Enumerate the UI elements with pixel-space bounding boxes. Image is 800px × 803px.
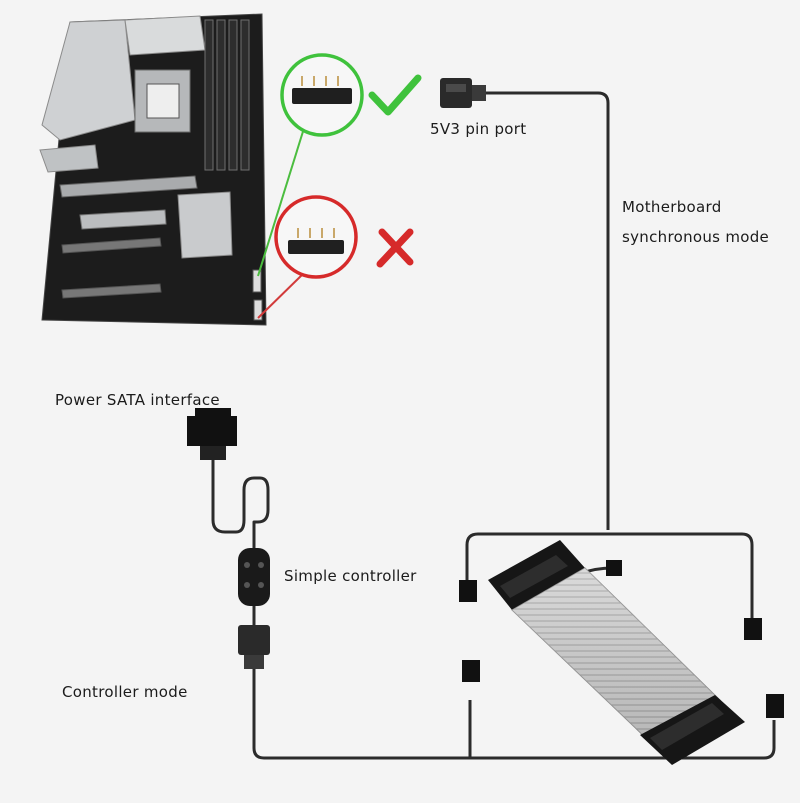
- atx-extension-cable: [488, 540, 745, 765]
- wrong-header-leader: [257, 271, 306, 319]
- 5v3-pin-port-label: 5V3 pin port: [430, 120, 527, 138]
- fan-plug-right: [744, 618, 762, 640]
- simple-controller-label: Simple controller: [284, 567, 417, 585]
- motherboard-sync-mode-label: Motherboard synchronous mode: [622, 192, 769, 252]
- controller-mode-label: Controller mode: [62, 683, 188, 701]
- correct-header-leader: [257, 124, 306, 277]
- wrong-header-zoom: [274, 195, 358, 279]
- power-sata-label: Power SATA interface: [55, 391, 220, 409]
- motherboard-sync-mode-line1: Motherboard: [622, 198, 722, 216]
- 5v3-connector: [440, 78, 486, 108]
- controller-mode-connector: [238, 625, 270, 669]
- fan-plug-bottom-right: [766, 694, 784, 718]
- cross-mark-icon: [376, 228, 414, 268]
- sata-connector: [187, 408, 237, 460]
- fan-plug-left: [459, 580, 477, 602]
- fan-plug-middle: [462, 660, 480, 682]
- simple-controller: [238, 548, 270, 606]
- motherboard-image: [39, 13, 267, 326]
- check-mark-icon: [368, 74, 422, 116]
- correct-header-zoom: [280, 53, 364, 137]
- motherboard-sync-mode-line2: synchronous mode: [622, 228, 770, 246]
